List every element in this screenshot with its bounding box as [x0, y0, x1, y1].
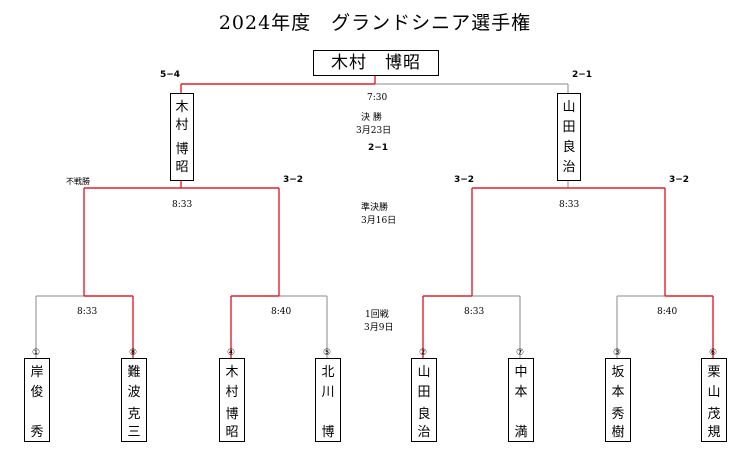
finalist-right-char: 山	[562, 100, 576, 115]
final-time: 7:30	[367, 93, 388, 103]
finalist-right-char: 田	[562, 120, 576, 135]
player-name-char: 茂	[707, 407, 721, 422]
player-box: 北川博	[315, 358, 341, 442]
player-name-char: 難	[127, 365, 141, 380]
semi-score: 3−2	[669, 175, 690, 185]
page-title: 2024年度 グランドシニア選手権	[218, 12, 532, 34]
player-box: 栗山茂規	[701, 358, 727, 442]
champion-box: 木村 博昭	[313, 50, 439, 76]
round1-date: 3月9日	[364, 323, 394, 333]
finalist-left-char: 昭	[175, 160, 189, 175]
player-name-char: 岸	[30, 365, 44, 380]
player-name-char: 樹	[611, 425, 625, 440]
final-date: 3月23日	[356, 126, 392, 136]
player-name-char: 本	[514, 385, 528, 400]
player-name-char: 波	[127, 385, 141, 400]
player-name-char: 村	[225, 385, 239, 400]
round1-label: 1回戦	[365, 310, 389, 320]
player-name-char: 秀	[611, 407, 625, 422]
finalist-left-char: 村	[175, 118, 189, 133]
player-name-char: 北	[321, 365, 335, 380]
player-name-char: 栗	[707, 365, 721, 380]
player-name-char: 山	[707, 385, 721, 400]
player-name-char: 治	[417, 425, 431, 440]
player-seed: ②	[418, 348, 428, 358]
player-box: 山田良治	[411, 358, 437, 442]
player-seed: ⑥	[708, 348, 718, 358]
player-name-char: 川	[321, 385, 335, 400]
final-score-center: 2−1	[368, 143, 389, 153]
player-box: 岸俊秀	[24, 358, 50, 442]
semi-time-left: 8:33	[172, 200, 193, 210]
player-name-char: 俊	[30, 385, 44, 400]
player-name-char: 昭	[225, 425, 239, 440]
finalist-left-char: 木	[175, 100, 189, 115]
player-box: 木村博昭	[219, 358, 245, 442]
player-name-char: 満	[514, 425, 528, 440]
player-seed: ①	[31, 348, 41, 358]
player-seed: ⑤	[322, 348, 332, 358]
player-name-char: 克	[127, 407, 141, 422]
round1-time: 8:40	[271, 307, 292, 317]
player-name-char: 木	[225, 365, 239, 380]
player-name-char: 田	[417, 385, 431, 400]
final-score-left: 5−4	[160, 70, 181, 80]
semi-score: 3−2	[283, 175, 304, 185]
player-name-char: 良	[417, 407, 431, 422]
round1-time: 8:33	[464, 307, 485, 317]
player-name-char: 山	[417, 365, 431, 380]
player-seed: ④	[226, 348, 236, 358]
player-name-char: 博	[225, 407, 239, 422]
player-name-char: 中	[514, 365, 528, 380]
player-name-char: 規	[707, 425, 721, 440]
round1-time: 8:40	[657, 307, 678, 317]
finalist-right-char: 良	[562, 140, 576, 155]
fusensho-note: 不戦勝	[66, 177, 90, 186]
final-score-right: 2−1	[572, 70, 593, 80]
final-label: 決 勝	[361, 113, 382, 123]
semi-label: 準決勝	[361, 203, 389, 213]
player-name-char: 秀	[30, 425, 44, 440]
player-name-char: 三	[127, 425, 141, 440]
finalist-left-char: 博	[175, 142, 189, 157]
player-box: 坂本秀樹	[605, 358, 631, 442]
finalist-box-right: 山 田 良 治	[557, 93, 581, 181]
player-name-char: 博	[321, 425, 335, 440]
semi-score: 3−2	[454, 175, 475, 185]
player-name-char: 本	[611, 385, 625, 400]
player-seed: ⑦	[515, 348, 525, 358]
finalist-right-char: 治	[562, 160, 576, 175]
player-seed: ⑧	[128, 348, 138, 358]
player-seed: ③	[612, 348, 622, 358]
player-box: 中本満	[508, 358, 534, 442]
semi-time-right: 8:33	[559, 200, 580, 210]
finalist-box-left: 木 村 博 昭	[170, 93, 194, 181]
player-name-char: 坂	[611, 365, 625, 380]
round1-time: 8:33	[77, 307, 98, 317]
player-box: 難波克三	[121, 358, 147, 442]
semi-date: 3月16日	[361, 216, 397, 226]
